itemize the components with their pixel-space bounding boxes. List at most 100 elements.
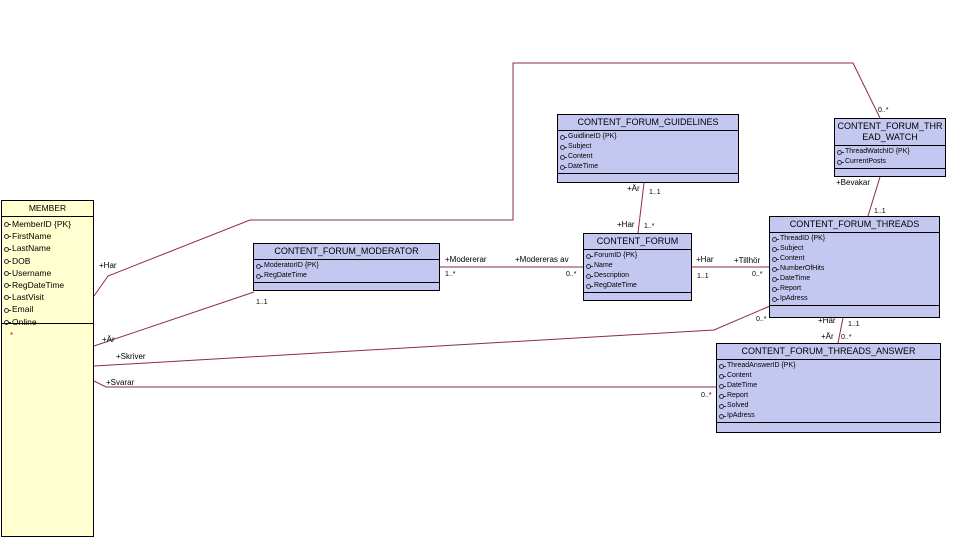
threads-answer-title: CONTENT_FORUM_THREADS_ANSWER bbox=[717, 344, 940, 360]
attribute-row: IpAdress bbox=[719, 411, 938, 421]
label-guidelines-multiplicity: 1..1 bbox=[649, 189, 661, 196]
label-tillhor: +Tillhör bbox=[734, 256, 761, 265]
attribute-icon bbox=[256, 273, 263, 279]
attribute-row: ThreadID {PK} bbox=[772, 234, 937, 244]
attribute-row: Content bbox=[772, 254, 937, 264]
attribute-row: IpAdress bbox=[772, 294, 937, 304]
attribute-row: DateTime bbox=[719, 381, 938, 391]
attribute-row: GuidlineID {PK} bbox=[560, 132, 736, 142]
attribute-icon bbox=[719, 373, 726, 379]
attribute-row: Email bbox=[4, 303, 91, 315]
attribute-row: Subject bbox=[772, 244, 937, 254]
attribute-icon bbox=[586, 263, 593, 269]
attribute-icon bbox=[560, 144, 567, 150]
attribute-icon bbox=[772, 266, 779, 272]
assoc-member-threads bbox=[93, 305, 771, 367]
attribute-icon bbox=[719, 363, 726, 369]
thread-watch-attributes: ThreadWatchID {PK} CurrentPosts bbox=[835, 146, 945, 169]
attribute-icon bbox=[719, 393, 726, 399]
attribute-row: DateTime bbox=[772, 274, 937, 284]
attribute-row: CurrentPosts bbox=[837, 157, 943, 167]
assoc-member-moderator bbox=[93, 291, 255, 347]
attribute-icon bbox=[4, 307, 11, 313]
label-moderator-multiplicity: 1..1 bbox=[256, 299, 268, 306]
attribute-icon bbox=[719, 403, 726, 409]
attribute-icon bbox=[4, 221, 11, 228]
class-member[interactable]: MEMBER MemberID {PK} FirstName LastName … bbox=[1, 200, 94, 537]
class-guidelines[interactable]: CONTENT_FORUM_GUIDELINES GuidlineID {PK}… bbox=[557, 114, 739, 183]
attribute-row: FirstName bbox=[4, 230, 91, 242]
thread-watch-title: CONTENT_FORUM_THREAD_WATCH bbox=[835, 119, 945, 146]
class-threads-answer[interactable]: CONTENT_FORUM_THREADS_ANSWER ThreadAnswe… bbox=[716, 343, 941, 433]
attribute-row: Description bbox=[586, 271, 689, 281]
attribute-row: ThreadAnswerID {PK} bbox=[719, 361, 938, 371]
attribute-row: RegDateTime bbox=[586, 281, 689, 291]
attribute-row: RegDateTime bbox=[256, 271, 437, 281]
member-attributes: MemberID {PK} FirstName LastName DOB Use… bbox=[2, 217, 93, 327]
attribute-row: LastName bbox=[4, 242, 91, 254]
label-threads-member-multiplicity: 0..* bbox=[756, 316, 767, 323]
attribute-row: ThreadWatchID {PK} bbox=[837, 147, 943, 157]
attribute-icon bbox=[772, 296, 779, 302]
label-member-star: * bbox=[10, 331, 14, 340]
attribute-icon bbox=[772, 286, 779, 292]
attribute-icon bbox=[772, 246, 779, 252]
attribute-icon bbox=[586, 283, 593, 289]
label-svarar: +Svarar bbox=[106, 378, 135, 387]
attribute-icon bbox=[256, 263, 263, 269]
attribute-row: DOB bbox=[4, 255, 91, 267]
threads-title: CONTENT_FORUM_THREADS bbox=[770, 217, 939, 233]
attribute-icon bbox=[837, 159, 844, 165]
assoc-member-threadwatch bbox=[93, 62, 881, 297]
label-member-har: +Har bbox=[99, 261, 117, 270]
attribute-icon bbox=[4, 258, 11, 264]
threads-attributes: ThreadID {PK} Subject Content NumberOfHi… bbox=[770, 233, 939, 306]
class-moderator[interactable]: CONTENT_FORUM_MODERATOR ModeratorID {PK}… bbox=[253, 243, 440, 291]
label-answer-left-multiplicity: 0..* bbox=[701, 392, 712, 399]
attribute-row: ForumID {PK} bbox=[586, 251, 689, 261]
attribute-row: RegDateTime bbox=[4, 279, 91, 291]
label-member-ar: +Är bbox=[102, 335, 115, 344]
label-guidelines-ar: +Är bbox=[627, 184, 640, 193]
class-threads[interactable]: CONTENT_FORUM_THREADS ThreadID {PK} Subj… bbox=[769, 216, 940, 318]
class-thread-watch[interactable]: CONTENT_FORUM_THREAD_WATCH ThreadWatchID… bbox=[834, 118, 946, 177]
forum-attributes: ForumID {PK} Name Description RegDateTim… bbox=[584, 250, 691, 293]
attribute-icon bbox=[719, 413, 726, 419]
attribute-row: Name bbox=[586, 261, 689, 271]
assoc-threads-answer bbox=[837, 317, 844, 344]
attribute-row: Report bbox=[719, 391, 938, 401]
attribute-row: Solved bbox=[719, 401, 938, 411]
assoc-member-answer bbox=[93, 380, 716, 388]
attribute-icon bbox=[772, 256, 779, 262]
label-threads-har: +Har bbox=[818, 316, 836, 325]
label-skriver: +Skriver bbox=[116, 352, 146, 361]
forum-title: CONTENT_FORUM bbox=[584, 234, 691, 250]
class-forum[interactable]: CONTENT_FORUM ForumID {PK} Name Descript… bbox=[583, 233, 692, 301]
attribute-row: DateTime bbox=[560, 162, 736, 172]
label-bevakar-multiplicity: 1..1 bbox=[874, 208, 886, 215]
attribute-icon bbox=[4, 233, 11, 240]
attribute-icon bbox=[560, 164, 567, 170]
attribute-icon bbox=[772, 236, 779, 242]
attribute-icon bbox=[4, 319, 11, 325]
label-threads-har-multiplicity: 1..1 bbox=[848, 321, 860, 328]
label-modereras-av: +Modereras av bbox=[515, 255, 569, 264]
assoc-guidelines-forum bbox=[637, 182, 645, 234]
attribute-row: Content bbox=[719, 371, 938, 381]
guidelines-title: CONTENT_FORUM_GUIDELINES bbox=[558, 115, 738, 131]
attribute-row: Subject bbox=[560, 142, 736, 152]
label-modererar: +Modererar bbox=[445, 255, 487, 264]
attribute-row: ModeratorID {PK} bbox=[256, 261, 437, 271]
attribute-icon bbox=[4, 282, 11, 289]
attribute-row: Username bbox=[4, 267, 91, 279]
label-modererar-multiplicity: 1..* bbox=[445, 271, 456, 278]
guidelines-attributes: GuidlineID {PK} Subject Content DateTime bbox=[558, 131, 738, 174]
label-forum-har: +Har bbox=[617, 220, 635, 229]
attribute-row: Content bbox=[560, 152, 736, 162]
moderator-attributes: ModeratorID {PK} RegDateTime bbox=[254, 260, 439, 283]
attribute-icon bbox=[4, 246, 11, 252]
label-forum-right-multiplicity: 1..1 bbox=[697, 273, 709, 280]
attribute-icon bbox=[586, 273, 593, 279]
attribute-icon bbox=[772, 276, 779, 282]
attribute-icon bbox=[719, 383, 726, 389]
